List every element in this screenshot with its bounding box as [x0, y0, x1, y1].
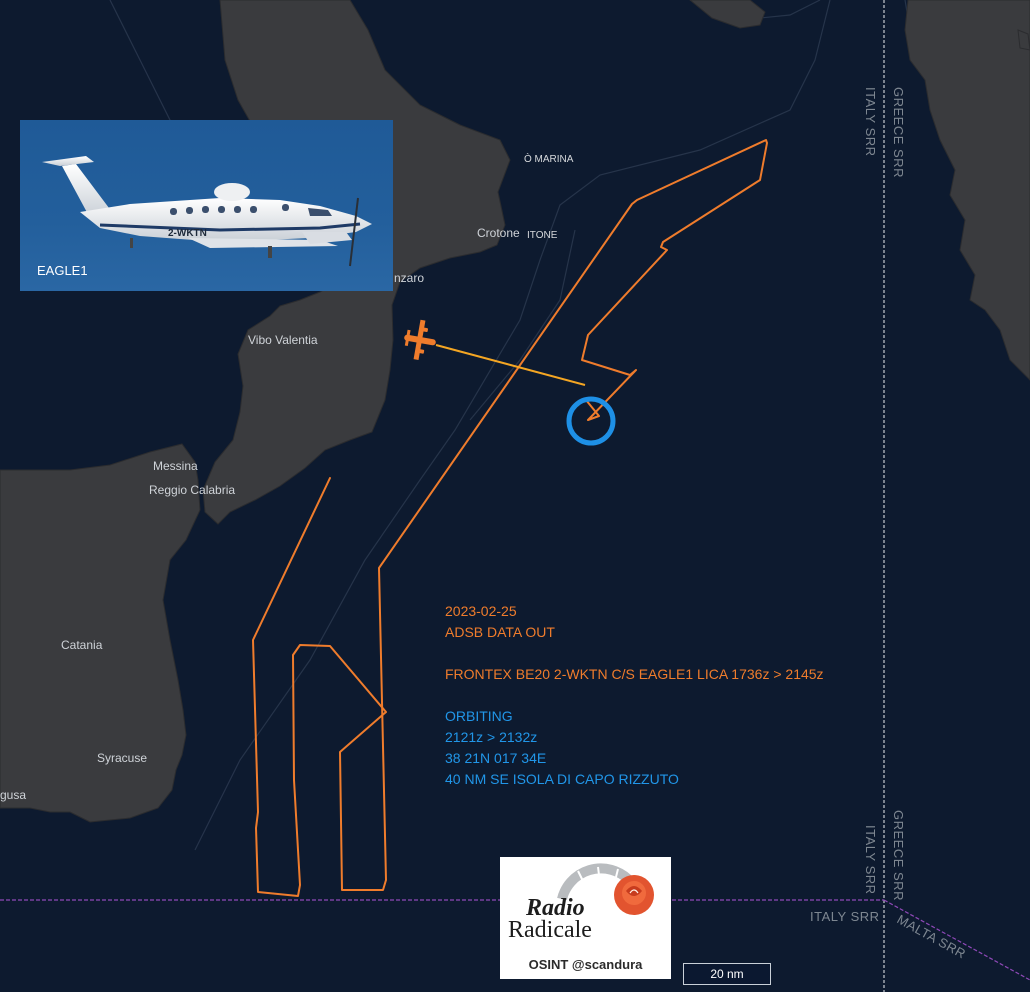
aircraft-registration: 2-WKTN	[168, 228, 207, 239]
rose-icon	[614, 875, 654, 915]
aircraft-photo: 2-WKTN	[42, 156, 372, 267]
aircraft-current-leg	[435, 344, 586, 386]
srr-label-greece-bottom: GREECE SRR	[891, 810, 906, 901]
aircraft-icon[interactable]	[401, 318, 439, 363]
greece-malta-srr-line	[883, 899, 1030, 981]
info-block: 2023-02-25 ADSB DATA OUT FRONTEX BE20 2-…	[445, 601, 824, 790]
srr-label-italy-horizontal: ITALY SRR	[810, 909, 880, 924]
info-time-range: 2121z > 2132z	[445, 729, 538, 745]
scale-bar: 20 nm	[683, 963, 771, 985]
logo-line1: Radio	[526, 895, 585, 921]
info-flight: FRONTEX BE20 2-WKTN C/S EAGLE1 LICA 1736…	[445, 666, 824, 682]
srr-label-greece-top: GREECE SRR	[891, 87, 906, 178]
info-source: ADSB DATA OUT	[445, 624, 555, 640]
srr-label-italy-top: ITALY SRR	[863, 87, 878, 157]
place-messina: Messina	[153, 459, 198, 473]
place-catanzaro: nzaro	[394, 271, 424, 285]
place-vibo-valentia: Vibo Valentia	[248, 333, 318, 347]
place-syracuse: Syracuse	[97, 751, 147, 765]
place-ragusa: gusa	[0, 788, 26, 802]
place-catania: Catania	[61, 638, 103, 652]
place-reggio-calabria: Reggio Calabria	[149, 483, 235, 497]
info-spacer	[445, 643, 824, 664]
place-crotone: Crotone	[477, 226, 520, 240]
place-o-marina: Ò MARINA	[524, 152, 574, 165]
photo-caption: EAGLE1	[37, 263, 88, 278]
place-crotone-tag: ITONE	[527, 230, 558, 241]
srr-label-italy-bottom: ITALY SRR	[863, 825, 878, 895]
info-date: 2023-02-25	[445, 603, 517, 619]
track-main	[252, 139, 768, 897]
aircraft-photo-card: 2-WKTN EAGLE1	[20, 120, 393, 291]
logo-line2: Radicale	[508, 917, 592, 943]
logo-graphic	[557, 863, 654, 915]
info-status: ORBITING	[445, 708, 513, 724]
radio-radicale-logo: Radio Radicale OSINT @scandura	[500, 857, 671, 979]
flight-track	[252, 139, 768, 897]
puglia-land	[689, 0, 766, 29]
orbit-marker-circle[interactable]	[566, 396, 616, 446]
info-spacer-2	[445, 685, 824, 706]
sicily-land	[0, 443, 201, 823]
info-coords: 38 21N 017 34E	[445, 750, 547, 766]
logo-credit: OSINT @scandura	[528, 957, 643, 972]
info-distance: 40 NM SE ISOLA DI CAPO RIZZUTO	[445, 771, 679, 787]
greece-land	[904, 0, 1030, 381]
islet-top-right	[1017, 29, 1030, 51]
